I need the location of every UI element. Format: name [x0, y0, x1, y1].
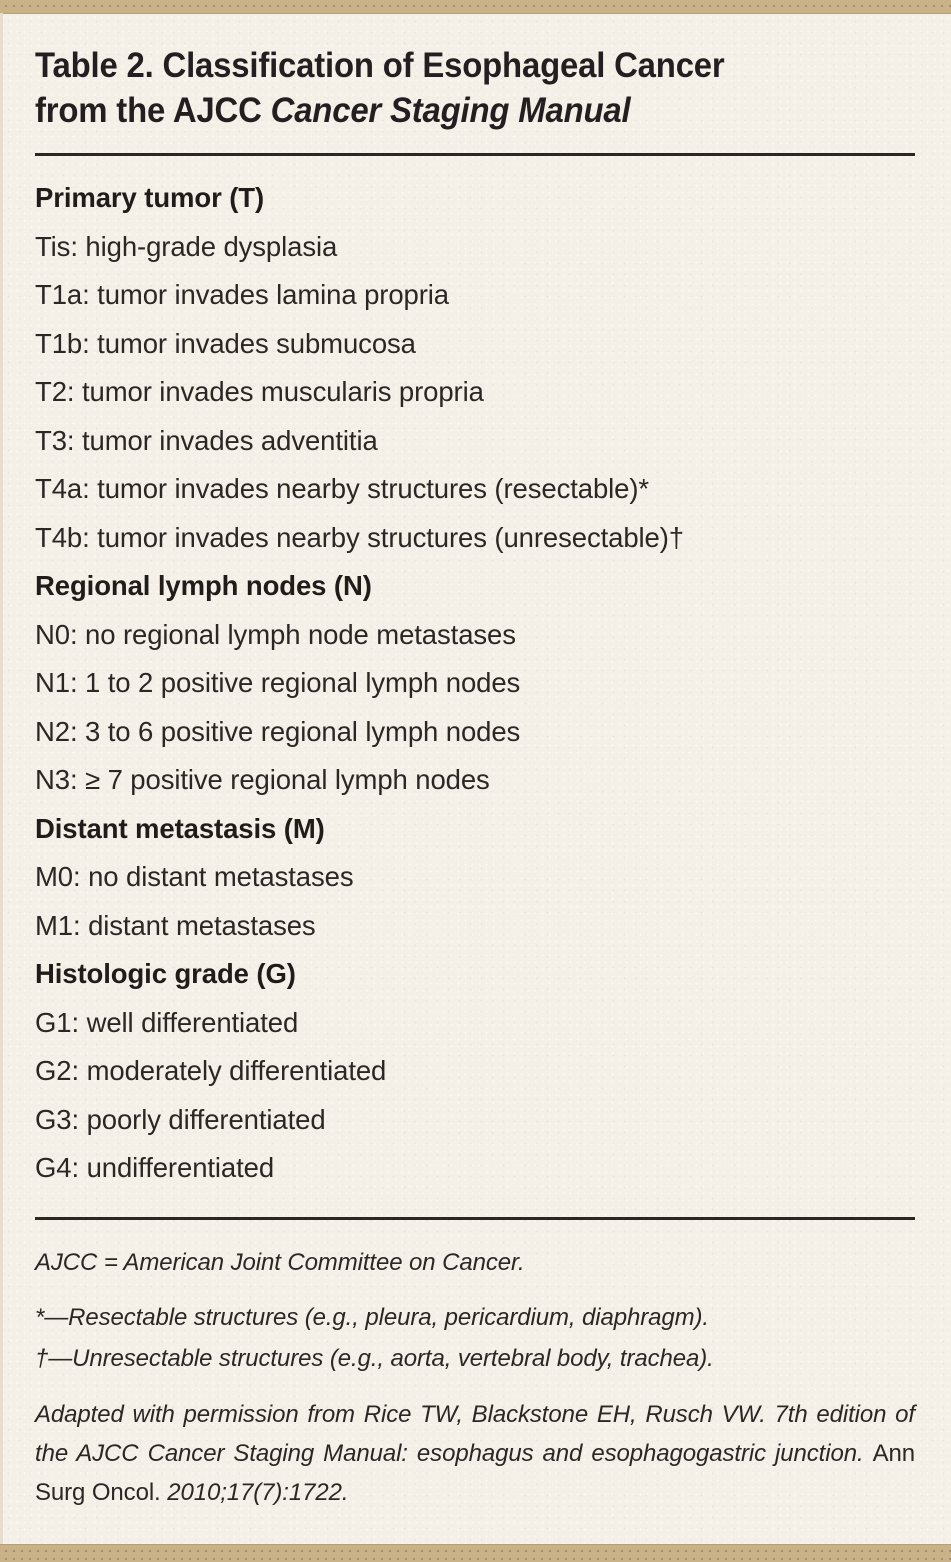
list-item: T1b: tumor invades submucosa — [35, 327, 416, 359]
list-item: T4b: tumor invades nearby structures (un… — [35, 521, 684, 553]
decorative-band-bottom — [0, 1544, 951, 1562]
list-item: N3: ≥ 7 positive regional lymph nodes — [35, 764, 490, 795]
rule-above-footnotes — [35, 1216, 915, 1220]
source-text-part1: Adapted with permission from Rice TW, Bl… — [35, 1400, 915, 1467]
footnote-abbreviation: AJCC = American Joint Committee on Cance… — [35, 1248, 525, 1276]
list-item: N0: no regional lymph node metastases — [35, 618, 516, 650]
list-item: T4a: tumor invades nearby structures (re… — [35, 473, 650, 504]
footnote-asterisk: *—Resectable structures (e.g., pleura, p… — [35, 1303, 709, 1331]
section-heading-regional-lymph-nodes: Regional lymph nodes (N) — [35, 570, 372, 601]
table-content: Table 2. Classification of Esophageal Ca… — [0, 13, 951, 1512]
footnote-dagger: †—Unresectable structures (e.g., aorta, … — [35, 1344, 714, 1372]
source-text-part2: 2010;17(7):1722. — [160, 1478, 349, 1506]
footnotes: AJCC = American Joint Committee on Cance… — [35, 1242, 915, 1379]
source-attribution: Adapted with permission from Rice TW, Bl… — [35, 1395, 915, 1512]
section-heading-histologic-grade: Histologic grade (G) — [35, 958, 296, 989]
list-item: M0: no distant metastases — [35, 861, 354, 892]
decorative-left-edge — [0, 13, 3, 1545]
list-item: T1a: tumor invades lamina propria — [35, 279, 449, 310]
list-item: N2: 3 to 6 positive regional lymph nodes — [35, 715, 521, 747]
list-item: T2: tumor invades muscularis propria — [35, 376, 484, 407]
table-title-line2-italic: Cancer Staging Manual — [270, 91, 631, 130]
list-item: G1: well differentiated — [35, 1006, 299, 1038]
list-item: M1: distant metastases — [35, 909, 316, 941]
classification-list: Primary tumor (T) Tis: high-grade dyspla… — [35, 174, 915, 1193]
list-item: G4: undifferentiated — [35, 1152, 275, 1183]
list-item: N1: 1 to 2 positive regional lymph nodes — [35, 667, 521, 698]
section-heading-distant-metastasis: Distant metastasis (M) — [35, 812, 325, 844]
rule-below-title — [35, 153, 915, 156]
source-journal-name: Ann Surg Oncol. — [35, 1439, 915, 1506]
list-item: Tis: high-grade dysplasia — [35, 230, 338, 262]
table-title-line2-roman: from the AJCC — [35, 91, 271, 130]
table-title-line1: Table 2. Classification of Esophageal Ca… — [35, 46, 725, 85]
list-item: G3: poorly differentiated — [35, 1103, 326, 1135]
list-item: G2: moderately differentiated — [35, 1055, 387, 1086]
decorative-band-top — [0, 0, 951, 14]
section-heading-primary-tumor: Primary tumor (T) — [35, 182, 265, 213]
list-item: T3: tumor invades adventitia — [35, 424, 378, 456]
table-title: Table 2. Classification of Esophageal Ca… — [35, 43, 912, 133]
